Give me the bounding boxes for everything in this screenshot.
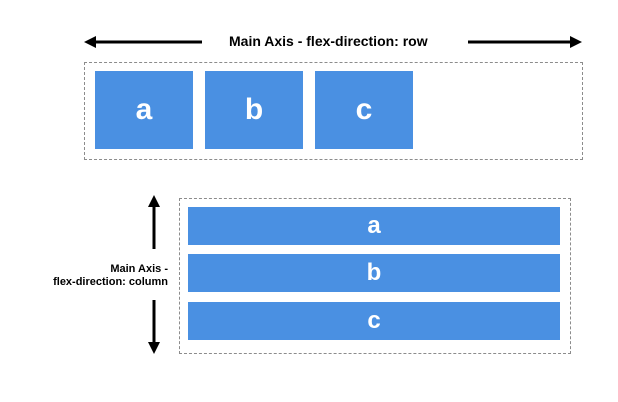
column-item-c: c xyxy=(188,302,560,340)
column-flex-container xyxy=(179,198,571,354)
row-flex-container xyxy=(84,62,583,160)
row-axis-label: Main Axis - flex-direction: row xyxy=(229,33,428,49)
row-item-a: a xyxy=(95,71,193,149)
column-axis-label-line1: Main Axis - xyxy=(110,263,168,275)
column-item-b: b xyxy=(188,254,560,292)
column-axis-label: Main Axis - flex-direction: column xyxy=(20,263,168,289)
column-axis-label-line2: flex-direction: column xyxy=(53,276,168,288)
row-axis-arrow-right xyxy=(468,36,582,48)
column-item-a: a xyxy=(188,207,560,245)
row-axis-arrow-left xyxy=(84,36,202,48)
row-item-b: b xyxy=(205,71,303,149)
row-item-c: c xyxy=(315,71,413,149)
column-axis-arrow-down xyxy=(148,300,160,354)
column-axis-arrow-up xyxy=(148,195,160,249)
